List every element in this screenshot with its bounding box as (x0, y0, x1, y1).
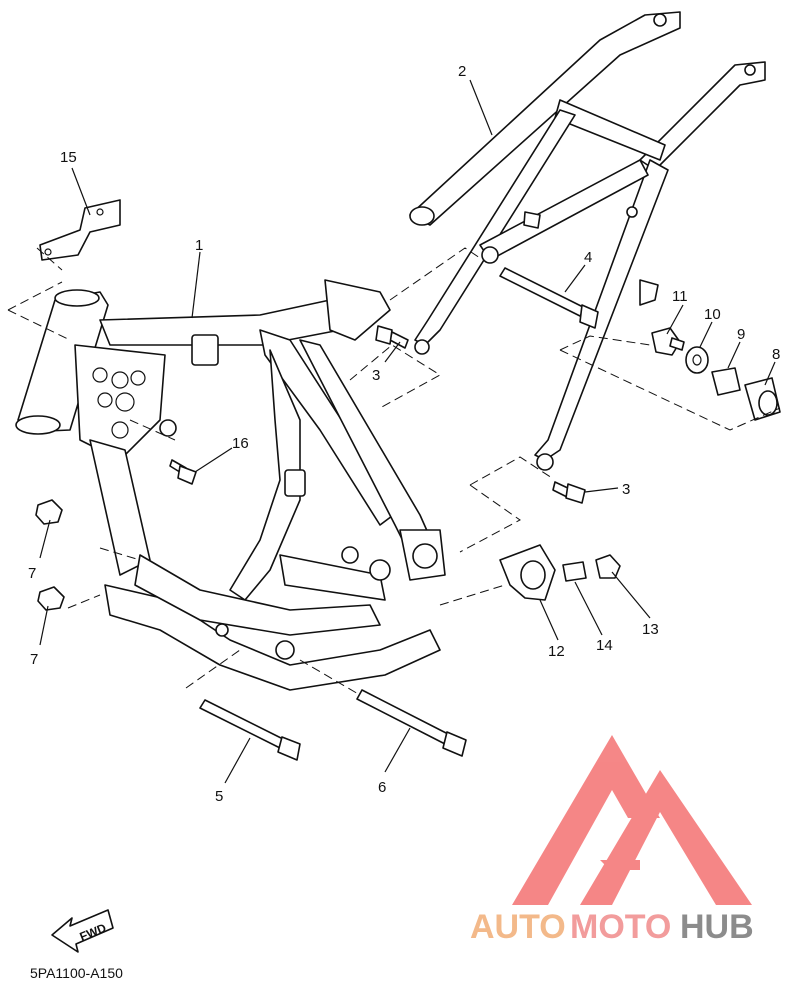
watermark-part-auto: AUTO (470, 908, 566, 946)
bolt-16 (169, 459, 197, 485)
part-labels: 1 2 3 3 4 5 6 7 7 8 9 10 11 12 13 14 15 … (28, 63, 780, 805)
bracket-15 (39, 199, 121, 261)
watermark-text: AUTO MOTO HUB (470, 908, 754, 946)
bolt-3-lower (552, 481, 586, 504)
part-label-13: 13 (642, 621, 659, 638)
main-frame (15, 279, 446, 691)
part-label-16: 16 (232, 435, 249, 452)
watermark-part-moto: MOTO (570, 908, 671, 946)
fwd-arrow-icon: FWD (51, 909, 114, 953)
part-label-10: 10 (704, 306, 721, 323)
part-label-4: 4 (584, 249, 592, 266)
part-label-14: 14 (596, 637, 613, 654)
bush-8 (744, 377, 781, 421)
nut-7-lower (37, 586, 65, 611)
reference-code: 5PA1100-A150 (30, 965, 123, 981)
part-label-2: 2 (458, 63, 466, 80)
part-label-11: 11 (672, 288, 688, 305)
bolt-6 (356, 689, 467, 757)
part-label-5: 5 (215, 788, 223, 805)
collar-14 (562, 561, 587, 582)
bolt-13 (595, 554, 621, 579)
bolt-5 (199, 699, 301, 761)
part-label-3: 3 (622, 481, 630, 498)
part-label-3: 3 (372, 367, 380, 384)
part-label-7: 7 (28, 565, 36, 582)
part-label-9: 9 (737, 326, 745, 343)
watermark-logo (512, 735, 752, 905)
part-label-15: 15 (60, 149, 77, 166)
part-label-12: 12 (548, 643, 565, 660)
bolt-11 (651, 327, 685, 356)
washer-10 (685, 346, 709, 374)
dashed-guides (7, 247, 781, 696)
bolt-3-upper (375, 325, 409, 349)
part-label-1: 1 (195, 237, 203, 254)
rear-subframe (409, 11, 766, 471)
mount-12 (499, 544, 556, 601)
part-label-8: 8 (772, 346, 780, 363)
leader-lines (39, 79, 776, 784)
part-label-7: 7 (30, 651, 38, 668)
part-label-6: 6 (378, 779, 386, 796)
bolt-4 (499, 267, 599, 329)
collar-9 (711, 367, 741, 396)
watermark-part-hub: HUB (680, 908, 754, 946)
nut-7-upper (35, 499, 63, 525)
